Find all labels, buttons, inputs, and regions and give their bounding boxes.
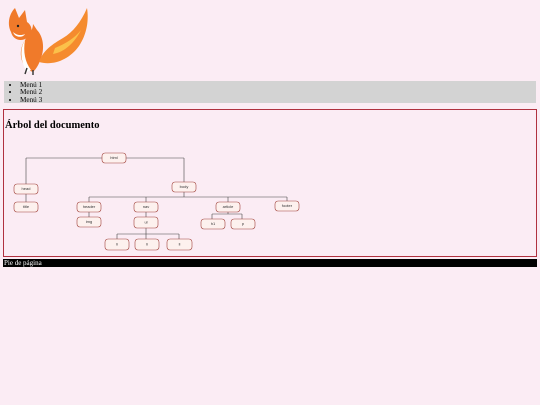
tree-node-title-label: title [23,204,30,209]
tree-node-body-label: body [180,184,189,189]
tree-node-h1: h1 [200,218,226,230]
tree-node-ul: ul [133,216,159,229]
tree-node-header: header [76,201,102,213]
tree-node-footer-label: footer [282,203,293,208]
tree-node-li-1-label: li [116,242,118,247]
tree-node-p-label: p [242,221,245,226]
page-title: Árbol del documento [5,120,100,131]
tree-node-img: img [76,216,102,228]
tree-node-article: article [215,201,241,213]
tree-node-footer: footer [274,200,300,212]
tree-node-nav-label: nav [143,204,149,209]
tree-node-body: body [171,181,197,193]
tree-node-nav: nav [133,201,159,213]
nav-item-menu-2[interactable]: Menú 2 [20,88,536,96]
tree-node-p: p [230,218,256,230]
tree-node-head-label: head [22,186,31,191]
tree-node-h1-label: h1 [211,221,216,226]
tree-node-title: title [13,201,39,213]
tree-node-article-label: article [223,204,234,209]
nav-item-menu-3[interactable]: Menú 3 [20,96,536,104]
document-tree-diagram: html head title body header img nav ul [13,152,300,251]
tree-node-html-label: html [110,155,118,160]
tree-node-li-3-label: li [179,242,181,247]
fox-logo-icon [8,8,88,75]
main-nav: Menú 1 Menú 2 Menú 3 [4,81,536,104]
tree-node-head: head [13,183,39,195]
tree-node-img-label: img [86,219,92,224]
main-section: Árbol del documento html head title body [3,109,537,257]
tree-node-ul-label: ul [144,220,147,225]
tree-node-li-2-label: li [146,242,148,247]
nav-item-menu-1[interactable]: Menú 1 [20,81,536,89]
tree-node-html: html [101,152,127,164]
tree-node-li-2: li [134,238,160,251]
tree-node-header-label: header [83,204,96,209]
tree-node-li-3: li [166,238,193,251]
page-footer: Pie de página [3,259,537,267]
tree-node-li-1: li [104,238,130,251]
footer-text: Pie de página [4,259,42,267]
